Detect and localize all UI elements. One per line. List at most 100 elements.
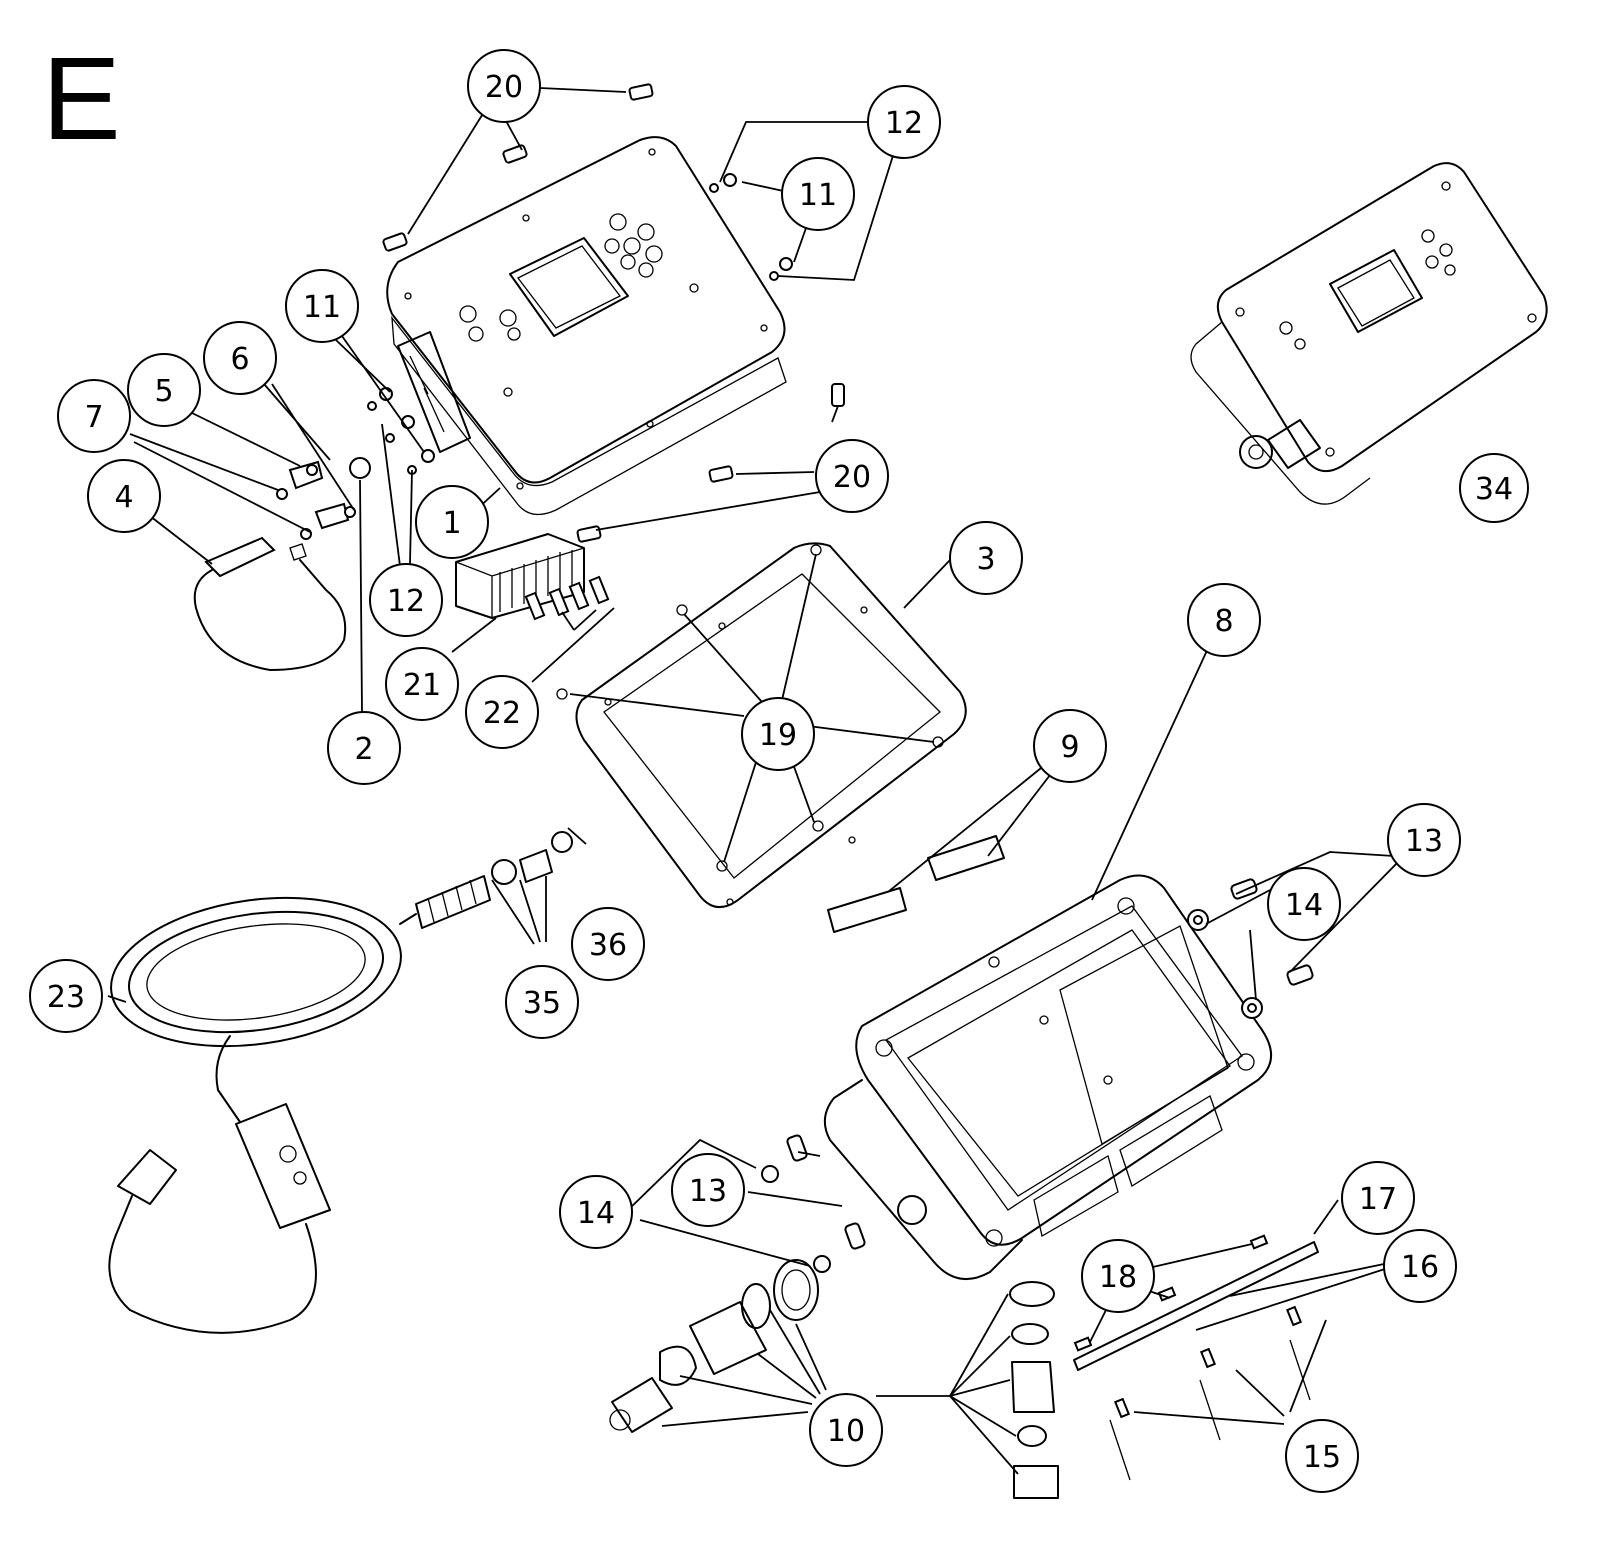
housing-screws <box>761 878 1314 1273</box>
callout-circle <box>1383 1229 1457 1303</box>
callout-number: 13 <box>1405 824 1443 859</box>
callout-c17: 17 <box>1341 1161 1415 1235</box>
callout-c10: 10 <box>809 1393 883 1467</box>
leader-lines <box>107 87 1401 1475</box>
callout-c11b: 11 <box>285 269 359 343</box>
cable-gland-large <box>609 1259 819 1433</box>
callout-number: 15 <box>1303 1440 1341 1475</box>
callout-circle <box>465 675 539 749</box>
callout-circle <box>1459 453 1529 523</box>
callout-number: 1 <box>442 506 461 541</box>
callout-circle <box>815 439 889 513</box>
callout-circle <box>781 157 855 231</box>
callout-number: 35 <box>523 986 561 1021</box>
callout-c19: 19 <box>741 697 815 771</box>
callout-number: 18 <box>1099 1260 1137 1295</box>
housing-box <box>823 874 1272 1280</box>
callout-number: 34 <box>1475 472 1513 507</box>
callout-c20a: 20 <box>467 49 541 123</box>
callout-circle <box>285 269 359 343</box>
callout-c14a: 14 <box>1267 867 1341 941</box>
callout-c1: 1 <box>415 485 489 559</box>
callout-c36: 36 <box>571 907 645 981</box>
callout-circle <box>415 485 489 559</box>
callout-number: 12 <box>387 584 425 619</box>
sheet-label: E <box>42 33 121 165</box>
callout-circle <box>87 459 161 533</box>
callout-c34: 34 <box>1459 453 1529 523</box>
callout-circle <box>467 49 541 123</box>
callout-number: 4 <box>114 480 133 515</box>
callout-number: 3 <box>976 542 995 577</box>
callout-number: 36 <box>589 928 627 963</box>
power-cord <box>108 896 417 1334</box>
front-panel <box>386 136 787 516</box>
callout-c23: 23 <box>29 959 103 1033</box>
cable-gland-small <box>415 831 573 929</box>
callout-circle <box>369 563 443 637</box>
callout-c4: 4 <box>87 459 161 533</box>
terminal-block <box>455 533 610 621</box>
callout-circle <box>57 379 131 453</box>
callout-c14b: 14 <box>559 1175 633 1249</box>
callout-circle <box>559 1175 633 1249</box>
callout-number: 17 <box>1359 1182 1397 1217</box>
callout-c11a: 11 <box>781 157 855 231</box>
callout-number: 9 <box>1060 730 1079 765</box>
callout-c5: 5 <box>127 353 201 427</box>
callout-circle <box>741 697 815 771</box>
callout-number: 14 <box>577 1196 615 1231</box>
gasket-frame <box>556 542 967 908</box>
callout-c9: 9 <box>1033 709 1107 783</box>
callout-c18: 18 <box>1081 1239 1155 1313</box>
callout-circle <box>1187 583 1261 657</box>
callout-c15: 15 <box>1285 1419 1359 1493</box>
callout-circle <box>1081 1239 1155 1313</box>
callout-c22: 22 <box>465 675 539 749</box>
callout-bubbles: 2012111165741201221222319348913143635231… <box>29 49 1529 1493</box>
label-strips <box>827 835 1005 933</box>
callout-c8: 8 <box>1187 583 1261 657</box>
callout-number: 11 <box>799 178 837 213</box>
callout-circle <box>203 321 277 395</box>
callout-circle <box>1387 803 1461 877</box>
callout-number: 5 <box>154 374 173 409</box>
callout-number: 16 <box>1401 1250 1439 1285</box>
callout-circle <box>671 1153 745 1227</box>
panel-screws <box>367 83 845 543</box>
callout-c13b: 13 <box>671 1153 745 1227</box>
callout-number: 23 <box>47 980 85 1015</box>
callout-c12a: 12 <box>867 85 941 159</box>
callout-circle <box>867 85 941 159</box>
callout-c13a: 13 <box>1387 803 1461 877</box>
assembled-unit <box>1190 162 1548 505</box>
callout-number: 7 <box>84 400 103 435</box>
bar-and-pins <box>1073 1234 1319 1481</box>
callout-c6: 6 <box>203 321 277 395</box>
callout-number: 21 <box>403 668 441 703</box>
callout-c35: 35 <box>505 965 579 1039</box>
callout-number: 8 <box>1214 604 1233 639</box>
callout-circle <box>1341 1161 1415 1235</box>
callout-circle <box>29 959 103 1033</box>
callout-number: 11 <box>303 290 341 325</box>
sensor-bracket-parts <box>193 457 371 671</box>
callout-circle <box>1285 1419 1359 1493</box>
cable-gland-center <box>1009 1281 1059 1499</box>
callout-number: 2 <box>354 732 373 767</box>
callout-circle <box>327 711 401 785</box>
callout-c3: 3 <box>949 521 1023 595</box>
callout-number: 12 <box>885 106 923 141</box>
callout-number: 14 <box>1285 888 1323 923</box>
callout-number: 6 <box>230 342 249 377</box>
callout-c2: 2 <box>327 711 401 785</box>
callout-c21: 21 <box>385 647 459 721</box>
callout-circle <box>1033 709 1107 783</box>
callout-circle <box>809 1393 883 1467</box>
callout-circle <box>127 353 201 427</box>
callout-circle <box>385 647 459 721</box>
callout-number: 13 <box>689 1174 727 1209</box>
callout-c7: 7 <box>57 379 131 453</box>
callout-circle <box>949 521 1023 595</box>
